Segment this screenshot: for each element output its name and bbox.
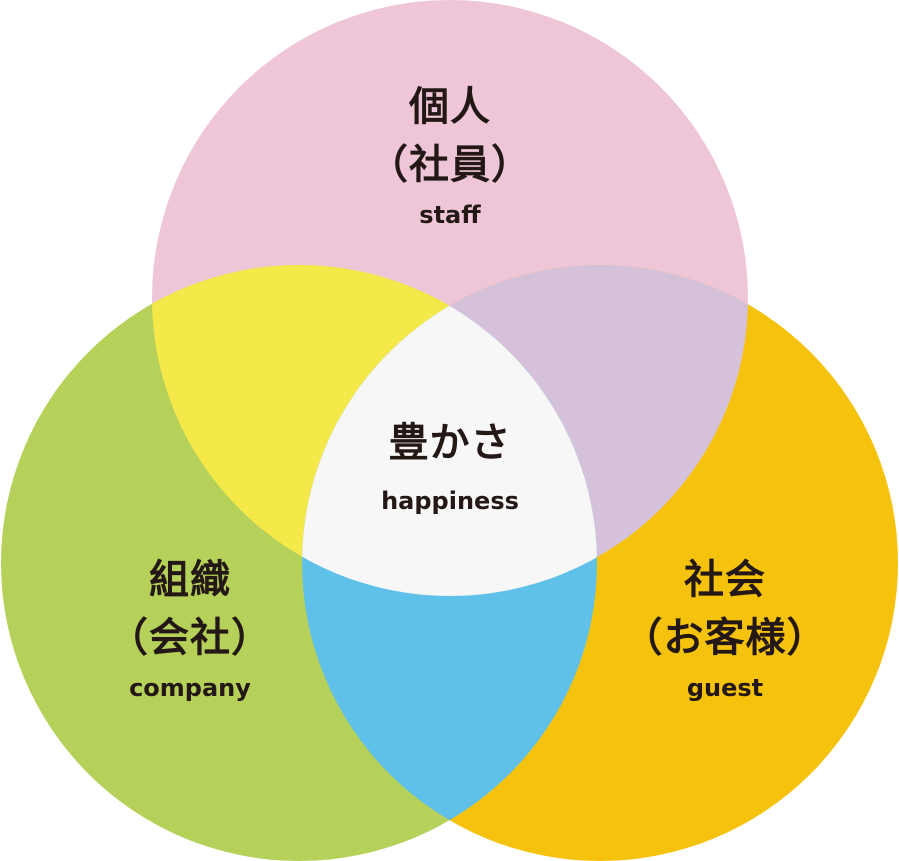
guest-english: guest [686, 674, 764, 702]
staff-subtitle: （社員） [368, 142, 532, 188]
guest-label: 社会 （お客様） guest [623, 551, 828, 705]
guest-title: 社会 [684, 557, 766, 603]
guest-subtitle: （お客様） [622, 615, 828, 661]
company-title: 組織 [149, 557, 231, 603]
staff-title: 個人 [409, 84, 491, 130]
staff-label: 個人 （社員） staff [368, 78, 532, 232]
happiness-english: happiness [381, 487, 519, 515]
happiness-title: 豊かさ [388, 420, 512, 466]
staff-english: staff [419, 201, 481, 229]
company-subtitle: （会社） [108, 615, 272, 661]
center-overlap [302, 265, 597, 596]
company-label: 組織 （会社） company [108, 551, 272, 705]
company-english: company [129, 674, 251, 702]
happiness-label: 豊かさ happiness [381, 414, 519, 518]
